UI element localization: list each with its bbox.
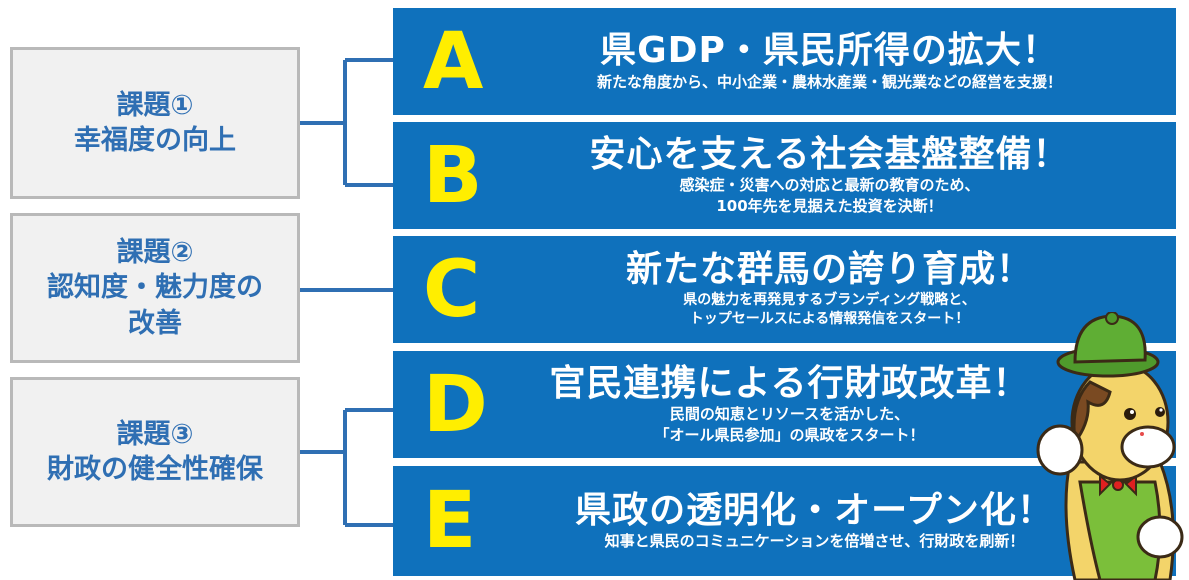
banner-d: D 官民連携による行財政改革！ 民間の知恵とリソースを活かした、 「オール県民参… bbox=[393, 351, 1176, 458]
banner-a: A 県GDP・県民所得の拡大！ 新たな角度から、中小企業・農林水産業・観光業など… bbox=[393, 8, 1176, 115]
connector-lines bbox=[300, 58, 393, 527]
banner-c-letter: C bbox=[423, 244, 481, 335]
banner-d-letter: D bbox=[423, 359, 488, 450]
issue-box-1: 課題① 幸福度の向上 bbox=[10, 47, 300, 199]
banner-d-subtitle-1: 民間の知恵とリソースを活かした、 bbox=[669, 405, 910, 424]
horse-mascot-icon bbox=[1036, 312, 1184, 580]
issue-box-3: 課題③ 財政の健全性確保 bbox=[10, 377, 300, 527]
issue-1-title: 幸福度の向上 bbox=[74, 125, 236, 156]
issue-3-label: 課題③ bbox=[116, 418, 194, 450]
banner-e: E 県政の透明化・オープン化！ 知事と県民のコミュニケーションを倍増させ、行財政… bbox=[393, 466, 1176, 576]
connector-issue-3 bbox=[300, 408, 393, 527]
banner-c: C 新たな群馬の誇り育成！ 県の魅力を再発見するブランディング戦略と、 トップセ… bbox=[393, 236, 1176, 343]
issue-3-title: 財政の健全性確保 bbox=[47, 454, 263, 485]
banner-b: B 安心を支える社会基盤整備！ 感染症・災害への対応と最新の教育のため、 100… bbox=[393, 122, 1176, 229]
banner-d-content: 官民連携による行財政改革！ 民間の知恵とリソースを活かした、 「オール県民参加」… bbox=[493, 351, 1086, 458]
banner-b-letter: B bbox=[423, 130, 483, 221]
banner-e-headline: 県政の透明化・オープン化！ bbox=[575, 489, 1054, 531]
banner-b-content: 安心を支える社会基盤整備！ 感染症・災害への対応と最新の教育のため、 100年先… bbox=[493, 122, 1166, 229]
issue-2-label: 課題② bbox=[116, 237, 194, 269]
banner-d-subtitle-2: 「オール県民参加」の県政をスタート！ bbox=[654, 426, 925, 445]
banner-d-headline: 官民連携による行財政改革！ bbox=[549, 362, 1030, 404]
banner-b-headline: 安心を支える社会基盤整備！ bbox=[589, 133, 1070, 175]
banner-a-letter: A bbox=[423, 16, 484, 107]
banner-e-subtitle: 知事と県民のコミュニケーションを倍増させ、行財政を刷新！ bbox=[604, 532, 1025, 551]
issue-2-title-cont: 改善 bbox=[128, 307, 182, 339]
banner-a-content: 県GDP・県民所得の拡大！ 新たな角度から、中小企業・農林水産業・観光業などの経… bbox=[493, 8, 1166, 115]
banner-e-letter: E bbox=[423, 476, 477, 566]
banner-c-headline: 新たな群馬の誇り育成！ bbox=[625, 249, 1033, 291]
issue-box-2: 課題② 認知度・魅力度の 改善 bbox=[10, 213, 300, 363]
banner-e-content: 県政の透明化・オープン化！ 知事と県民のコミュニケーションを倍増させ、行財政を刷… bbox=[493, 466, 1136, 576]
banner-c-subtitle-1: 県の魅力を再発見するブランディング戦略と、 bbox=[683, 291, 976, 308]
banner-b-subtitle-1: 感染症・災害への対応と最新の教育のため、 bbox=[679, 176, 980, 195]
issue-2-title: 認知度・魅力度の bbox=[47, 272, 263, 304]
banner-a-headline: 県GDP・県民所得の拡大！ bbox=[600, 30, 1059, 72]
banner-c-subtitle-2: トップセールスによる情報発信をスタート！ bbox=[689, 311, 970, 328]
issue-1-label: 課題① bbox=[116, 89, 194, 121]
banner-a-subtitle: 新たな角度から、中小企業・農林水産業・観光業などの経営を支援！ bbox=[596, 72, 1062, 91]
connector-issue-1 bbox=[300, 58, 393, 187]
banner-c-content: 新たな群馬の誇り育成！ 県の魅力を再発見するブランディング戦略と、 トップセール… bbox=[493, 236, 1166, 343]
banner-b-subtitle-2: 100年先を見据えた投資を決断！ bbox=[716, 197, 943, 216]
